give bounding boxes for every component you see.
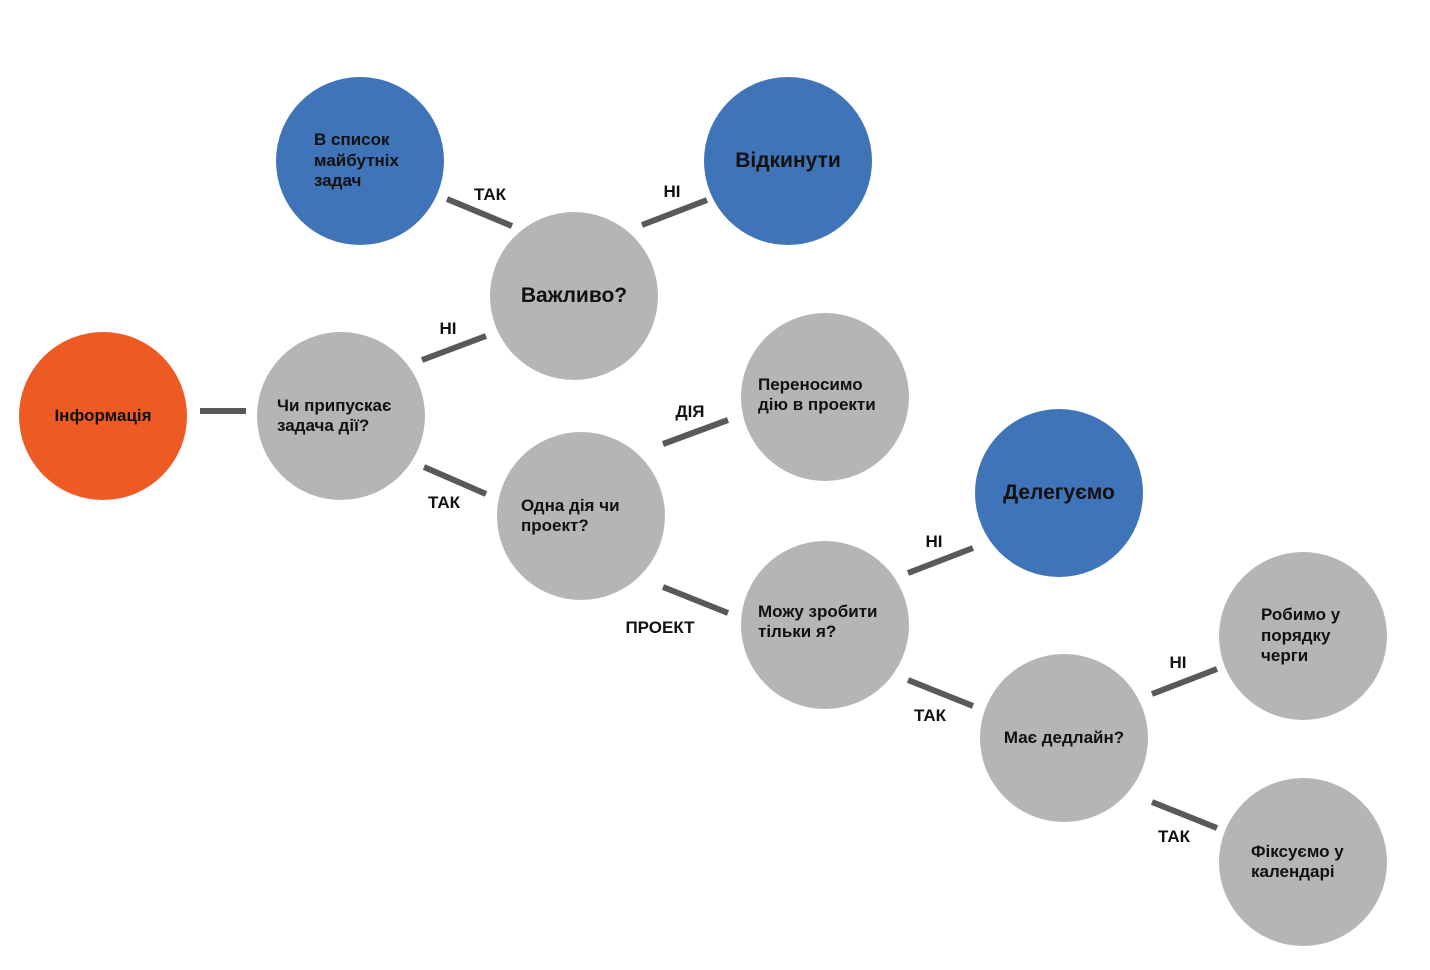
node-discard: Відкинути	[704, 77, 872, 245]
node-in-order-label: Робимо у порядку черги	[1261, 605, 1341, 666]
node-move-to-projects-label: Переносимо дію в проекти	[758, 375, 876, 415]
edge-label-action: ДІЯ	[675, 402, 705, 421]
edge-has-deadline-to-in-order	[1150, 666, 1219, 697]
node-discard-label: Відкинути	[735, 149, 841, 173]
edge-label-project: ПРОЕКТ	[625, 618, 695, 637]
node-allows-action: Чи припускає задача дії?	[257, 332, 425, 500]
node-calendar: Фіксуємо у календарі	[1219, 778, 1387, 946]
node-in-order: Робимо у порядку черги	[1219, 552, 1387, 720]
node-important: Важливо?	[490, 212, 658, 380]
node-delegate: Делегуємо	[975, 409, 1143, 577]
node-only-me-label: Можу зробити тільки я?	[758, 602, 878, 642]
node-move-to-projects: Переносимо дію в проекти	[741, 313, 909, 481]
edge-action-or-project-to-only-me	[661, 584, 730, 616]
edge-only-me-to-has-deadline	[906, 677, 975, 709]
edge-allows-action-to-important	[420, 333, 488, 363]
edge-label-deadline-yes: ТАК	[1158, 827, 1190, 846]
node-future-list: В список майбутніх задач	[276, 77, 444, 245]
edge-label-allows-no: НІ	[439, 319, 457, 338]
node-calendar-label: Фіксуємо у календарі	[1251, 841, 1344, 881]
node-has-deadline-label: Має дедлайн?	[1003, 727, 1125, 747]
node-future-list-label: В список майбутніх задач	[314, 130, 399, 191]
node-delegate-label: Делегуємо	[1003, 481, 1115, 505]
edge-label-only-me-yes: ТАК	[914, 706, 946, 725]
edge-allows-action-to-action-or-project	[422, 464, 488, 497]
edge-label-allows-yes: ТАК	[428, 493, 460, 512]
node-has-deadline: Має дедлайн?	[980, 654, 1148, 822]
node-action-or-project-label: Одна дія чи проект?	[521, 495, 620, 535]
edge-label-important-no: НІ	[663, 182, 681, 201]
edge-label-deadline-no: НІ	[1169, 653, 1187, 672]
node-only-me: Можу зробити тільки я?	[741, 541, 909, 709]
edge-important-to-discard	[640, 197, 709, 228]
node-info-label: Інформація	[54, 405, 152, 425]
node-info: Інформація	[19, 332, 187, 500]
edge-only-me-to-delegate	[906, 545, 975, 576]
node-action-or-project: Одна дія чи проект?	[497, 432, 665, 600]
edge-important-to-future-list	[445, 196, 514, 229]
edge-label-only-me-no: НІ	[925, 532, 943, 551]
edge-label-important-yes: ТАК	[474, 185, 506, 204]
node-important-label: Важливо?	[520, 284, 628, 308]
node-allows-action-label: Чи припускає задача дії?	[277, 395, 392, 435]
edge-action-or-project-to-move-to-projects	[661, 417, 730, 447]
edge-has-deadline-to-calendar	[1150, 799, 1219, 831]
